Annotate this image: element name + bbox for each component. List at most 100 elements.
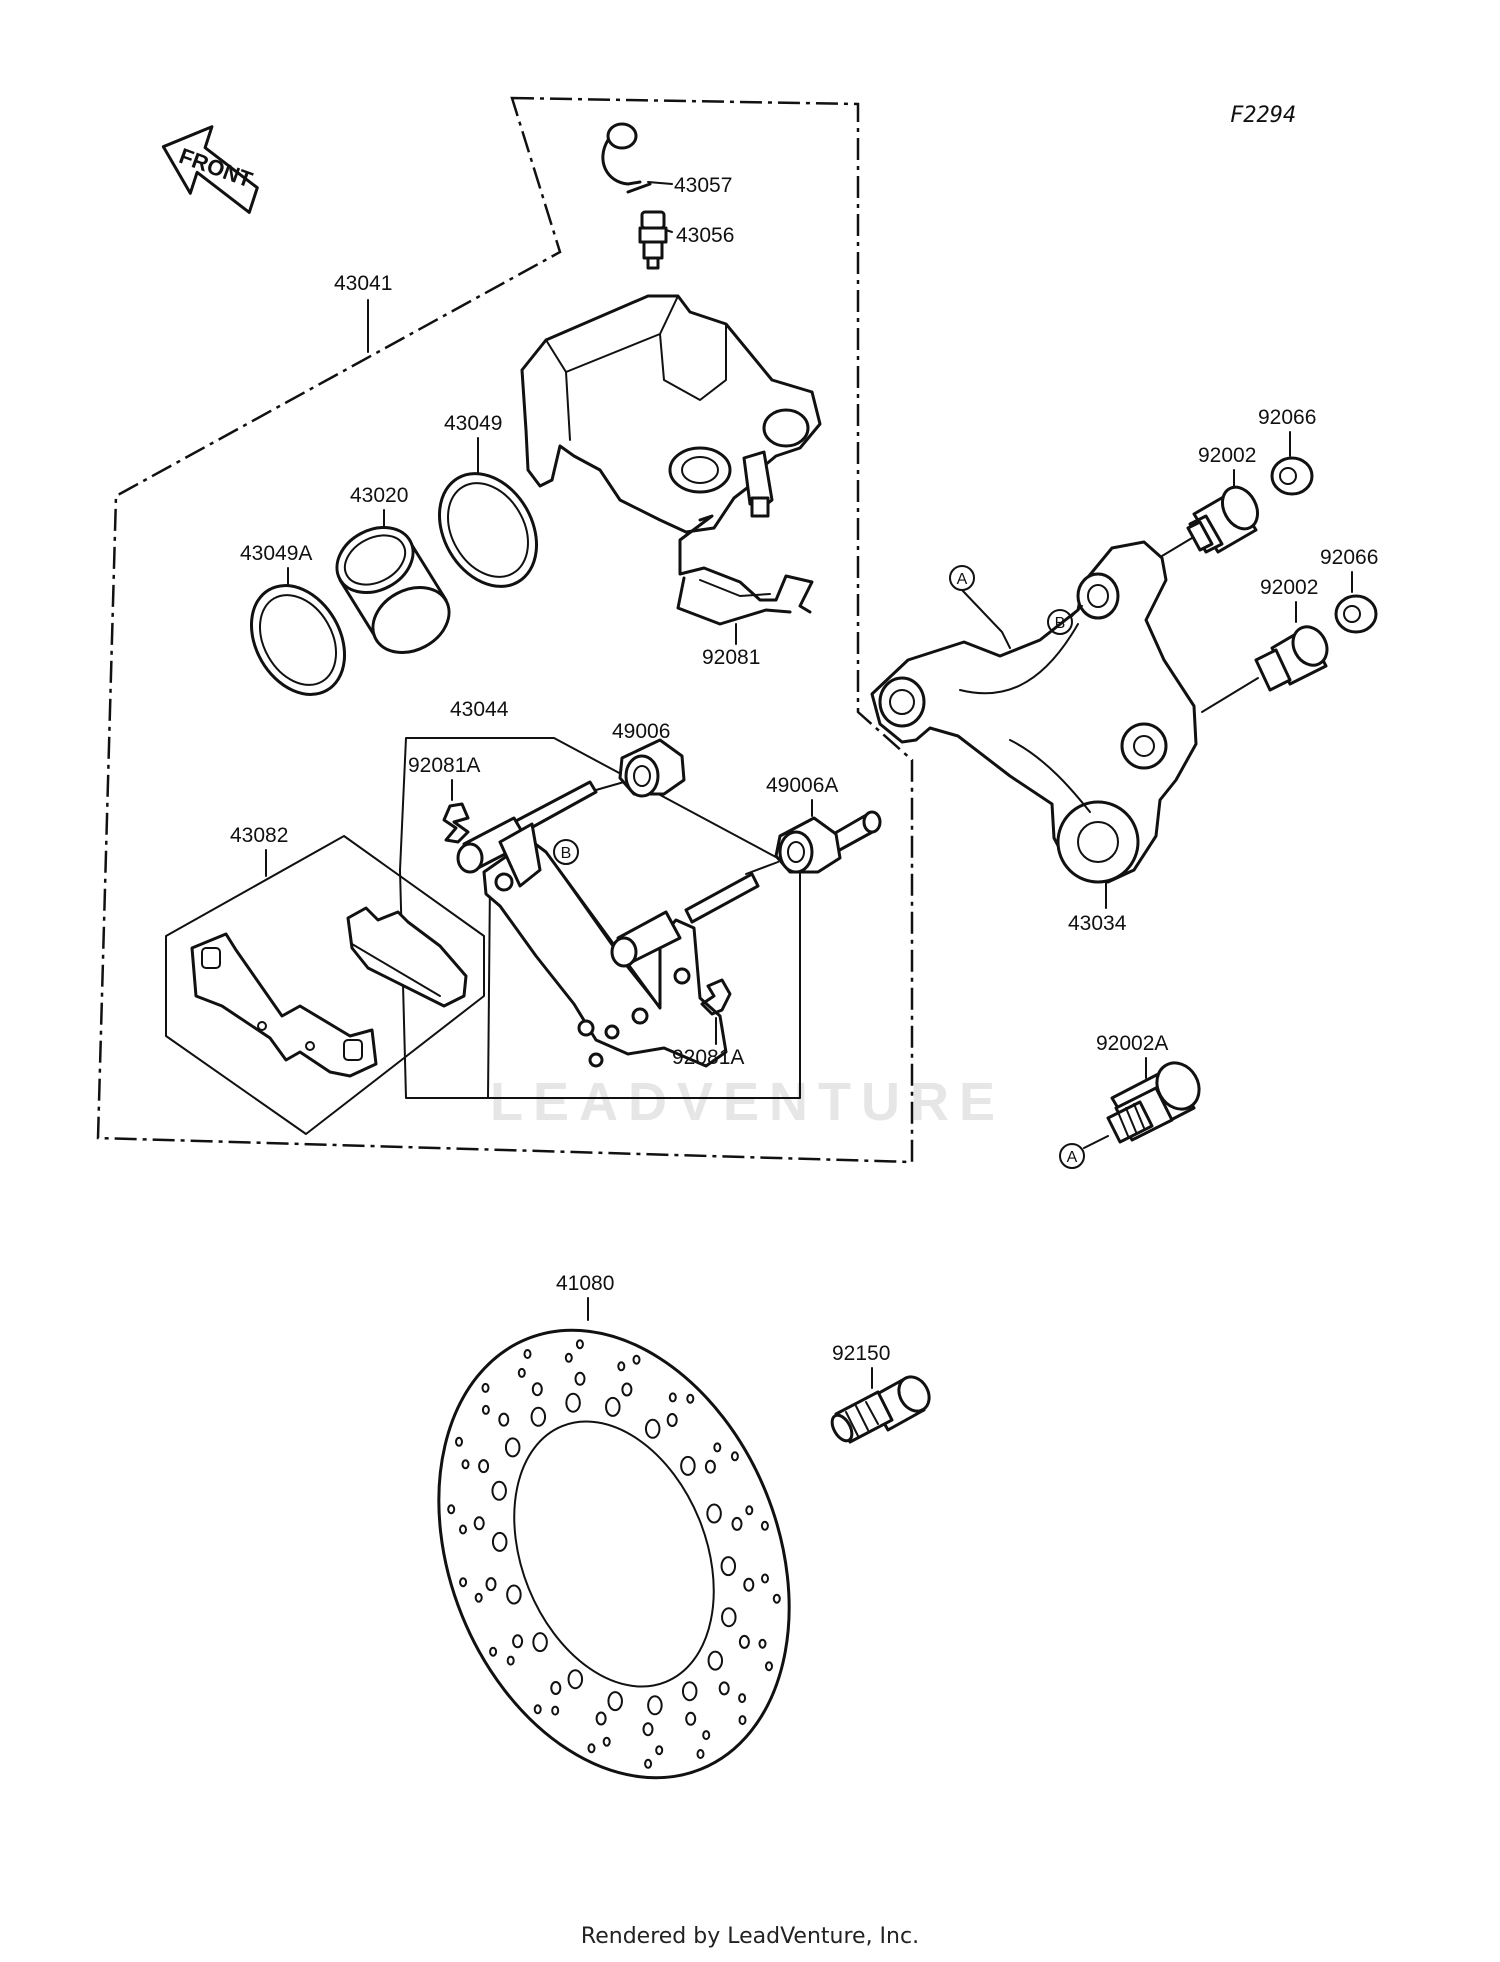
svg-text:B: B [1055, 615, 1066, 632]
disc-vent-hole [574, 1371, 586, 1386]
disc-vent-hole [666, 1413, 678, 1427]
disc-vent-hole [478, 1459, 490, 1474]
disc-vent-hole [461, 1459, 470, 1470]
label-92066-mid: 92066 [1320, 546, 1378, 569]
brake-pads [190, 906, 468, 1078]
disc-vent-hole [575, 1339, 584, 1350]
disc-vent-hole [647, 1695, 663, 1716]
disc-vent-hole [506, 1584, 522, 1605]
disc-vent-hole [617, 1361, 626, 1372]
ref-mark-a-bracket: A [949, 565, 975, 591]
disc-vent-hole [473, 1516, 485, 1531]
bolt-mid [1254, 625, 1329, 692]
disc-vent-hole [523, 1349, 532, 1359]
disc-vent-hole [533, 1704, 542, 1715]
label-92150: 92150 [832, 1342, 890, 1365]
piston-seal [438, 472, 538, 588]
disc-vent-hole [743, 1577, 755, 1592]
disc-vent-hole [481, 1404, 490, 1415]
disc-vent-hole [565, 1392, 581, 1413]
disc-vent-hole [517, 1367, 526, 1378]
disc-vent-hole [587, 1743, 596, 1754]
label-43041: 43041 [334, 272, 392, 295]
disc-vent-hole [506, 1655, 515, 1666]
label-92081A-top: 92081A [408, 754, 480, 777]
disc-vent-hole [706, 1503, 722, 1524]
disc-vent-hole [621, 1382, 633, 1397]
disc-vent-hole [491, 1480, 507, 1501]
disc-vent-hole [447, 1504, 456, 1515]
disc-vent-hole [738, 1715, 747, 1726]
dust-seal [249, 584, 347, 696]
disc-vent-hole [550, 1681, 562, 1695]
disc-vent-hole [738, 1693, 747, 1704]
disc-vent-hole [644, 1418, 661, 1439]
retainer-clip-top [442, 802, 470, 844]
svg-text:A: A [957, 571, 968, 588]
disc-vent-hole [504, 1437, 521, 1458]
disc-vent-hole [765, 1661, 773, 1672]
disc-vent-hole [491, 1531, 508, 1552]
disc-vent-hole [498, 1412, 510, 1427]
disc-vent-hole [655, 1745, 664, 1756]
disc-vent-hole [602, 1736, 611, 1747]
caliper-body [520, 294, 822, 534]
brake-disc [437, 1328, 791, 1780]
ref-mark-b-bracket: B [1047, 609, 1073, 635]
disc-vent-hole [758, 1638, 767, 1649]
disc-vent-hole [531, 1382, 543, 1397]
disc-vent-hole [721, 1607, 737, 1628]
bolt-top [1186, 485, 1260, 554]
nut-top [1270, 456, 1314, 496]
label-43034: 43034 [1068, 912, 1127, 935]
disc-vent-hole [455, 1436, 463, 1447]
disc-vent-hole [730, 1451, 739, 1462]
label-92081: 92081 [702, 646, 760, 669]
disc-vent-hole [512, 1634, 524, 1649]
footer-credit: Rendered by LeadVenture, Inc. [580, 1924, 920, 1949]
caliper-bracket [456, 780, 760, 1068]
disc-vent-hole [459, 1577, 468, 1588]
disc-vent-hole [707, 1650, 724, 1671]
disc-vent-hole [772, 1593, 781, 1604]
label-49006A: 49006A [766, 774, 838, 797]
disc-vent-hole [760, 1520, 769, 1531]
disc-vent-hole [668, 1392, 677, 1403]
disc-vent-hole [696, 1749, 705, 1759]
ref-mark-a-bolt: A [1059, 1143, 1085, 1169]
bleeder-cap [601, 122, 652, 194]
svg-text:A: A [1067, 1149, 1078, 1166]
label-41080: 41080 [556, 1272, 614, 1295]
disc-vent-hole [459, 1524, 467, 1535]
pin-boot [618, 738, 686, 798]
disc-vent-hole [607, 1691, 623, 1712]
bleeder-valve [638, 210, 668, 270]
watermark: LEADVENTURE [490, 1072, 1005, 1132]
disc-vent-hole [686, 1393, 695, 1404]
disc-vent-hole [761, 1573, 769, 1584]
disc-vent-hole [595, 1711, 607, 1726]
label-92066-top: 92066 [1258, 406, 1316, 429]
disc-vent-hole [720, 1556, 737, 1577]
disc-vent-hole [681, 1681, 698, 1702]
disc-vent-hole [718, 1681, 730, 1696]
disc-vent-hole [474, 1592, 483, 1603]
retainer-clip-bottom [700, 978, 732, 1016]
disc-vent-hole [642, 1722, 654, 1737]
disc-vent-hole [481, 1382, 490, 1393]
label-43044: 43044 [450, 698, 509, 721]
disc-vent-hole [489, 1646, 498, 1657]
label-92002A: 92002A [1096, 1032, 1168, 1055]
nut-mid [1334, 594, 1378, 634]
pad-spring [676, 514, 814, 626]
label-43049: 43049 [444, 412, 502, 435]
bolt-92002A [1106, 1061, 1201, 1144]
disc-vent-hole [685, 1711, 697, 1726]
caliper-assembly-outline [96, 96, 914, 1164]
disc-vent-hole [702, 1730, 711, 1741]
pin-boot-with-pin [774, 810, 882, 874]
disc-vent-hole [632, 1354, 641, 1365]
ref-mark-b-caliper: B [553, 839, 579, 865]
label-43056: 43056 [676, 224, 734, 247]
